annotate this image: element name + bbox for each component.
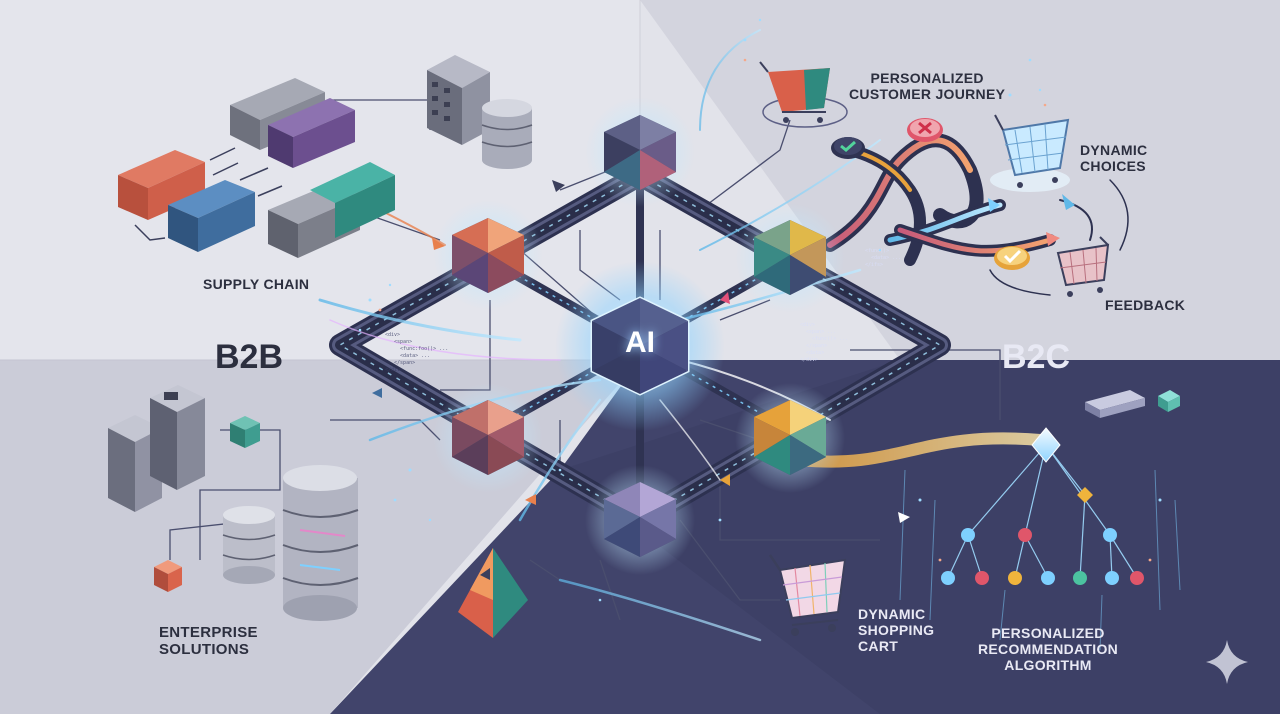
reco-line-3: ALGORITHM bbox=[1004, 657, 1092, 674]
node-right-upper bbox=[754, 220, 826, 295]
cart-line-2: SHOPPING bbox=[858, 622, 935, 639]
reco-line-2: RECOMMENDATION bbox=[978, 641, 1119, 658]
shopping-cart-icon bbox=[1056, 236, 1110, 297]
enterprise-solutions-label: ENTERPRISE SOLUTIONS bbox=[159, 624, 258, 659]
ai-core-label: AI bbox=[625, 326, 655, 359]
node-top bbox=[604, 115, 676, 190]
checkmark-icon bbox=[994, 246, 1030, 270]
b2b-title: B2B bbox=[215, 338, 284, 376]
feedback-label: FEEDBACK bbox=[1105, 297, 1186, 313]
choices-line-2: CHOICES bbox=[1080, 158, 1146, 175]
node-right-lower bbox=[754, 400, 826, 475]
cart-line-1: DYNAMIC bbox=[858, 606, 926, 622]
dynamic-choices-label: DYNAMIC CHOICES bbox=[1080, 142, 1147, 174]
shopping-cart-icon bbox=[990, 114, 1070, 192]
shopping-cart-icon bbox=[759, 61, 848, 128]
shopping-cart-icon bbox=[768, 554, 847, 636]
shipping-container-icon bbox=[268, 98, 355, 168]
sparkle-icon bbox=[1206, 640, 1248, 684]
node-left-upper bbox=[452, 218, 524, 293]
shipping-container-icon bbox=[118, 150, 205, 220]
node-left-lower bbox=[452, 400, 524, 475]
code-snippet-right: <div> <span> ... <func()> ... </span> <d… bbox=[800, 322, 849, 363]
code-snippet-left: <div> <span> <func:foo()> ... <data> ...… bbox=[385, 332, 449, 373]
shipping-containers bbox=[118, 78, 395, 258]
choices-line-1: DYNAMIC bbox=[1080, 142, 1148, 158]
supply-chain-label: SUPPLY CHAIN bbox=[203, 276, 310, 292]
node-bottom bbox=[604, 482, 676, 557]
particles bbox=[358, 18, 1162, 602]
shipping-container-icon bbox=[310, 162, 395, 238]
office-building-icon bbox=[108, 385, 205, 512]
database-icon bbox=[222, 506, 276, 584]
particles bbox=[378, 58, 1152, 562]
cart-line-3: CART bbox=[858, 638, 899, 655]
customer-journey-label: PERSONALIZED CUSTOMER JOURNEY bbox=[849, 70, 1005, 102]
checkmark-icon bbox=[831, 137, 865, 159]
journey-arrowheads bbox=[988, 194, 1075, 246]
code-snippet-journey: <func()> <data> ... </ifs> bbox=[865, 248, 902, 268]
cube-node bbox=[154, 416, 260, 592]
database-icon bbox=[282, 465, 359, 621]
enterprise-line-1: ENTERPRISE bbox=[159, 624, 258, 641]
database-icon bbox=[481, 99, 533, 169]
cross-icon bbox=[907, 118, 943, 142]
b2c-title: B2C bbox=[1002, 338, 1071, 376]
recommendation-algorithm-label: PERSONALIZED RECOMMENDATION ALGORITHM bbox=[978, 625, 1118, 673]
journey-line-2: CUSTOMER JOURNEY bbox=[849, 86, 1006, 103]
office-building-icon bbox=[427, 55, 490, 145]
tree-node-icon bbox=[941, 427, 1144, 585]
ai-core-node bbox=[555, 261, 725, 431]
enterprise-line-2: SOLUTIONS bbox=[159, 641, 250, 659]
reco-line-1: PERSONALIZED bbox=[991, 625, 1105, 641]
recommendation-tree bbox=[899, 390, 1181, 651]
journey-line-1: PERSONALIZED bbox=[870, 70, 984, 86]
flow-arrows bbox=[372, 180, 910, 580]
hex-nodes bbox=[433, 97, 845, 575]
dynamic-shopping-cart-label: DYNAMIC SHOPPING CART bbox=[858, 606, 934, 654]
shipping-container-icon bbox=[168, 180, 255, 252]
